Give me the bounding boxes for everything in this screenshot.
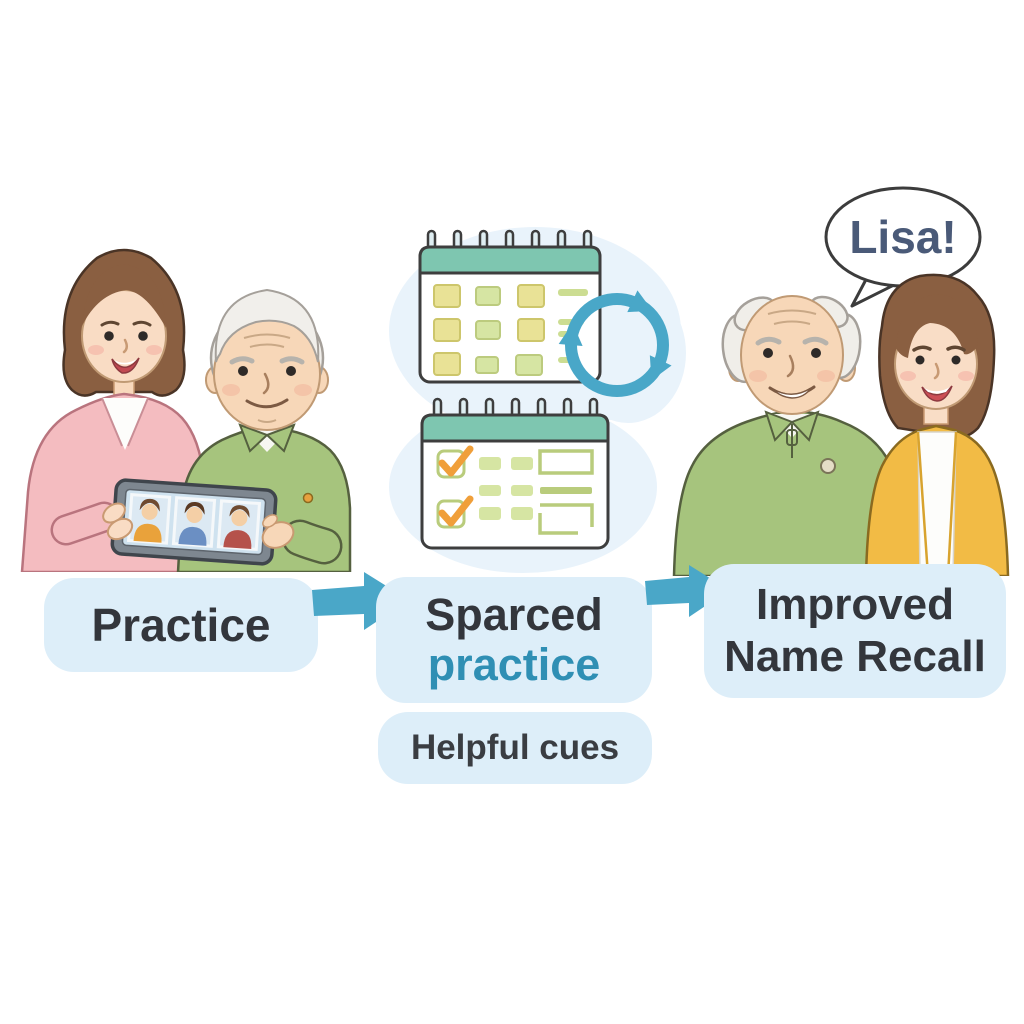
- improved-line1: Improved: [755, 580, 955, 630]
- illustration-recall-pair: Lisa!: [672, 186, 1010, 576]
- step-label-practice: Practice: [44, 578, 318, 672]
- spaced-line2: practice: [427, 639, 601, 690]
- illustration-spaced-schedule: [389, 227, 686, 573]
- speech-text: Lisa!: [849, 211, 956, 263]
- spaced-line1: Sparced: [425, 588, 603, 640]
- photo-card-1: [126, 492, 172, 545]
- helpful-cues-label: Helpful cues: [378, 712, 652, 784]
- step-label-improved-recall: Improved Name Recall: [704, 564, 1006, 698]
- calendar-grid-icon: [418, 229, 602, 384]
- tablet-with-photos: [110, 478, 278, 566]
- visitor-woman: [864, 273, 1010, 576]
- practice-text: Practice: [91, 599, 271, 651]
- checklist-row-2: [436, 495, 594, 535]
- checklist-row-1: [436, 445, 594, 479]
- checklist-row-mid: [479, 485, 592, 496]
- calendar-cells: [433, 284, 588, 376]
- photo-card-3: [216, 499, 262, 552]
- photo-card-2: [171, 496, 217, 548]
- speech-bubble: Lisa!: [824, 186, 982, 308]
- older-man-right: [672, 295, 910, 576]
- hands: [102, 502, 343, 565]
- illustration-practice-pair: [20, 248, 352, 572]
- step-label-spaced-practice: Sparced practice: [376, 577, 652, 703]
- calendar-checklist-icon: [420, 397, 610, 550]
- cycle-arrows-icon: [558, 290, 672, 397]
- improved-line2: Name Recall: [724, 632, 986, 681]
- cues-text: Helpful cues: [410, 728, 620, 767]
